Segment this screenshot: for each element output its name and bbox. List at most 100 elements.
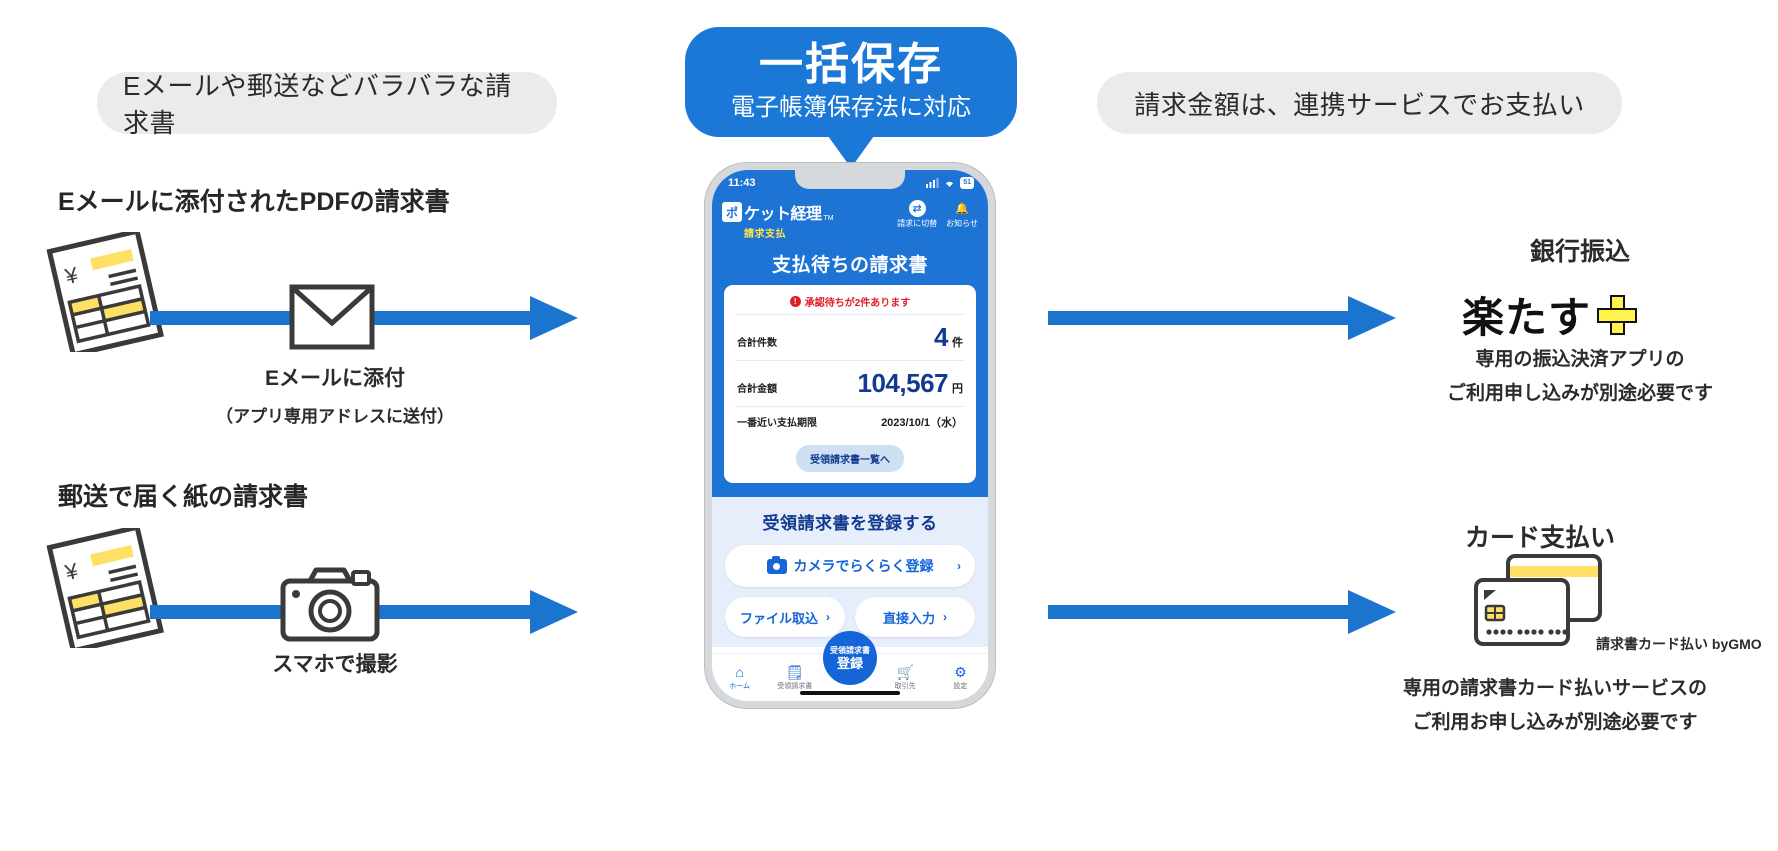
battery-indicator: 51 — [960, 177, 974, 189]
pending-approval-alert: ! 承認待ちが2件あります — [735, 294, 965, 309]
credit-card-icon — [1474, 554, 1602, 646]
chevron-right-icon-2: › — [826, 610, 830, 624]
summary-row-duedate: 一番近い支払期限 2023/10/1（水） — [735, 406, 965, 437]
bank-note-line2: ご利用申し込みが別途必要です — [1446, 383, 1713, 404]
alert-text: 承認待ちが2件あります — [804, 298, 911, 309]
left-summary-pill: Eメールや郵送などバラバラな請求書 — [97, 71, 557, 138]
count-unit: 件 — [952, 337, 963, 349]
switch-to-billing-button[interactable]: ⇄ 請求に切替 — [897, 200, 937, 229]
invoice-document-icon-2: ¥ — [46, 528, 164, 648]
chevron-right-icon-3: › — [943, 610, 947, 624]
svg-text:¥: ¥ — [62, 558, 81, 586]
flow2-heading: 郵送で届く紙の請求書 — [58, 483, 309, 511]
flow-arrow-3 — [1048, 296, 1396, 340]
logo-mark: ポ — [722, 202, 742, 222]
duedate-label: 一番近い支払期限 — [737, 418, 817, 429]
document-icon: 🗒 — [785, 663, 804, 680]
switch-label: 請求に切替 — [897, 219, 938, 228]
notifications-label: お知らせ — [946, 219, 978, 228]
logo-trademark: TM — [823, 215, 834, 222]
svg-text:¥: ¥ — [62, 262, 81, 290]
envelope-icon — [289, 284, 375, 350]
signal-icon — [926, 178, 939, 188]
file-import-button[interactable]: ファイル取込 › — [725, 597, 845, 637]
alert-icon: ! — [789, 296, 801, 307]
card-note-line1: 専用の請求書カード払いサービスの — [1402, 678, 1707, 699]
chevron-right-icon: › — [957, 559, 961, 573]
wifi-icon — [946, 181, 954, 187]
tab-partners-label: 取引先 — [894, 682, 916, 690]
duedate-value: 2023/10/1（水） — [881, 417, 963, 429]
direct-input-button[interactable]: 直接入力 › — [855, 597, 975, 637]
file-import-label: ファイル取込 — [739, 610, 818, 626]
logo-text: ケット経理 — [744, 206, 822, 223]
register-secondary-row: ファイル取込 › 直接入力 › — [725, 597, 975, 637]
flow2-caption: スマホで撮影 — [272, 653, 398, 676]
card-brand-label: 請求書カード払い byGMO — [1596, 636, 1762, 652]
tab-partners[interactable]: 🛒 取引先 — [882, 665, 928, 691]
camera-icon-small — [766, 555, 787, 574]
status-time: 11:43 — [728, 177, 756, 189]
tab-settings[interactable]: ⚙ 設定 — [937, 665, 983, 691]
home-indicator — [800, 691, 900, 695]
direct-input-label: 直接入力 — [882, 610, 935, 626]
app-logo: ポ ケット経理 TM 請求支払 — [722, 200, 834, 240]
right-summary-pill: 請求金額は、連携サービスでお支払い — [1097, 72, 1622, 134]
callout-title: 一括保存 — [759, 40, 943, 90]
logo-subtitle: 請求支払 — [744, 229, 786, 240]
invoice-list-button[interactable]: 受領請求書一覧へ — [796, 445, 904, 472]
phone-mockup: 11:43 51 — [705, 163, 995, 708]
app-header-actions: ⇄ 請求に切替 🔔 お知らせ — [897, 200, 978, 229]
bank-note-line1: 専用の振込決済アプリの — [1475, 349, 1685, 370]
phone-screen: 11:43 51 — [712, 170, 988, 701]
amount-unit: 円 — [952, 383, 963, 395]
register-title: 受領請求書を登録する — [762, 514, 938, 533]
count-value: 4 — [934, 322, 948, 352]
flow1-caption: Eメールに添付 — [264, 367, 405, 390]
callout-bubble: 一括保存 電子帳簿保存法に対応 — [685, 27, 1017, 137]
tab-settings-label: 設定 — [953, 682, 968, 690]
tab-invoices-label: 受領請求書 — [777, 682, 813, 690]
register-fab[interactable]: 受領請求書 登録 — [823, 631, 877, 685]
count-label: 合計件数 — [737, 338, 777, 349]
tab-home[interactable]: ⌂ ホーム — [717, 665, 763, 691]
callout-subtitle: 電子帳簿保存法に対応 — [731, 93, 971, 121]
home-icon: ⌂ — [735, 663, 744, 680]
bank-transfer-heading: 銀行振込 — [1529, 238, 1630, 266]
fab-line2: 登録 — [836, 655, 863, 671]
camera-register-button[interactable]: カメラでらくらく登録 › — [725, 545, 975, 587]
right-pill-label: 請求金額は、連携サービスでお支払い — [1134, 89, 1585, 120]
app-header: ポ ケット経理 TM 請求支払 ⇄ 請求に切替 🔔 お知らせ — [712, 196, 988, 246]
fab-line1: 受領請求書 — [830, 645, 870, 655]
rakutasu-logo: 楽たす — [1462, 284, 1638, 345]
rakutasu-text: 楽たす — [1462, 294, 1592, 341]
bell-icon: 🔔 — [955, 203, 969, 215]
callout-tail — [828, 136, 874, 168]
tab-home-label: ホーム — [729, 682, 750, 690]
flow1-subcaption: （アプリ専用アドレスに送付） — [216, 407, 454, 426]
flow1-heading: Eメールに添付されたPDFの請求書 — [58, 188, 450, 216]
amount-label: 合計金額 — [737, 384, 777, 395]
plus-icon — [1597, 294, 1638, 335]
tab-invoices[interactable]: 🗒 受領請求書 — [772, 665, 818, 691]
card-note-line2: ご利用お申し込みが別途必要です — [1412, 712, 1698, 733]
camera-register-label: カメラでらくらく登録 — [793, 558, 934, 574]
phone-notch — [795, 170, 905, 189]
gear-icon: ⚙ — [954, 663, 967, 680]
store-icon: 🛒 — [896, 663, 914, 680]
flow-arrow-4 — [1048, 590, 1396, 634]
summary-title: 支払待ちの請求書 — [771, 255, 928, 276]
switch-icon: ⇄ — [908, 200, 926, 217]
amount-value: 104,567 — [857, 368, 949, 398]
register-section: 受領請求書を登録する カメラでらくらく登録 › ファイル取込 › 直接入力 › — [712, 497, 988, 647]
invoice-document-icon-1: ¥ — [46, 232, 164, 352]
notifications-button[interactable]: 🔔 お知らせ — [946, 200, 978, 229]
left-pill-label: Eメールや郵送などバラバラな請求書 — [123, 71, 512, 138]
